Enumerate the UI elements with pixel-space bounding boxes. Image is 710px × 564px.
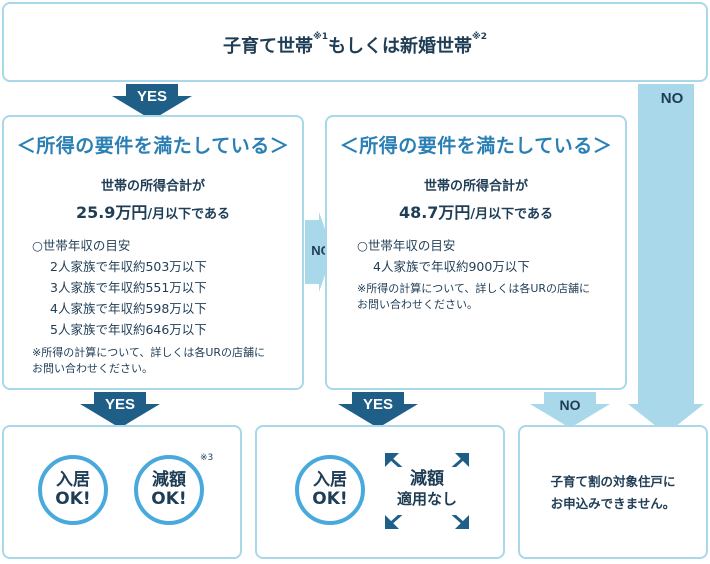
left-guide-line: 4人家族で年収約598万以下 bbox=[50, 301, 207, 316]
badge-line: 入居 bbox=[56, 470, 90, 490]
no-arrow-bottom bbox=[530, 392, 610, 428]
left-note: ※所得の計算について、詳しくは各URの店舗にお問い合わせください。 bbox=[32, 346, 266, 375]
badge-line: 適用なし bbox=[396, 490, 457, 508]
left-guide-line: 5人家族で年収約646万以下 bbox=[50, 322, 207, 337]
mid-heading: ＜所得の要件を満たしている＞ bbox=[339, 135, 613, 157]
no-arrow-right bbox=[628, 84, 704, 434]
left-sub: 世帯の所得合計が bbox=[100, 179, 205, 194]
yes-arrow-left bbox=[80, 392, 160, 428]
result-mid-box: 入居 OK! 減額 適用なし bbox=[255, 425, 505, 559]
note-mark-3: ※3 bbox=[200, 453, 214, 463]
yes-label-middle: YES bbox=[362, 396, 393, 413]
cross-arrows-icon bbox=[385, 453, 469, 529]
left-guide-line: 3人家族で年収約551万以下 bbox=[50, 280, 207, 295]
result-line: お申込みできません。 bbox=[550, 496, 676, 511]
left-guide-title: ○世帯年収の目安 bbox=[32, 238, 131, 253]
mid-amount-suffix: /月以下である bbox=[470, 207, 554, 222]
mid-amount: 48.7万円 bbox=[398, 203, 471, 222]
mid-income-box: ＜所得の要件を満たしている＞ 世帯の所得合計が 48.7万円/月以下である ○世… bbox=[325, 115, 627, 390]
result-left-box: 入居 OK! 減額 OK! ※3 bbox=[2, 425, 242, 559]
move-in-ok-badge: 入居 OK! bbox=[295, 455, 365, 525]
left-amount: 25.9万円 bbox=[75, 203, 148, 222]
yes-arrow-top bbox=[112, 84, 192, 120]
mid-note: ※所得の計算について、詳しくは各URの店舗にお問い合わせください。 bbox=[357, 282, 591, 311]
top-title-part2: もしくは新婚世帯 bbox=[328, 36, 472, 57]
mid-sub: 世帯の所得合計が bbox=[423, 179, 528, 194]
top-condition-box: 子育て世帯※1もしくは新婚世帯※2 bbox=[2, 2, 708, 82]
discount-ok-badge: 減額 OK! bbox=[134, 455, 204, 525]
top-title-part1: 子育て世帯 bbox=[222, 36, 313, 57]
badge-line: OK! bbox=[312, 489, 348, 509]
yes-label-top: YES bbox=[136, 88, 167, 105]
left-amount-suffix: /月以下である bbox=[147, 207, 231, 222]
left-heading: ＜所得の要件を満たしている＞ bbox=[16, 135, 290, 157]
badge-line: 減額 bbox=[410, 469, 444, 489]
left-guide-line: 2人家族で年収約503万以下 bbox=[50, 259, 207, 274]
mid-guide-title: ○世帯年収の目安 bbox=[357, 238, 456, 253]
mid-amount-line: 48.7万円/月以下である bbox=[327, 199, 625, 223]
badge-line: OK! bbox=[151, 489, 187, 509]
badge-line: 減額 bbox=[152, 470, 186, 490]
yes-label-left: YES bbox=[104, 396, 135, 413]
note-mark-2: ※2 bbox=[472, 32, 488, 42]
discount-not-applied-badge: 減額 適用なし bbox=[385, 469, 469, 509]
move-in-ok-badge: 入居 OK! bbox=[38, 455, 108, 525]
yes-arrow-middle bbox=[338, 392, 418, 428]
note-mark-1: ※1 bbox=[312, 32, 328, 42]
result-line: 子育て割の対象住戸に bbox=[550, 474, 676, 489]
badge-line: 入居 bbox=[313, 470, 347, 490]
left-income-box: ＜所得の要件を満たしている＞ 世帯の所得合計が 25.9万円/月以下である ○世… bbox=[2, 115, 304, 390]
no-label-bottom: NO bbox=[559, 397, 581, 413]
top-condition-text: 子育て世帯※1もしくは新婚世帯※2 bbox=[4, 32, 706, 58]
no-label-right: NO bbox=[660, 90, 684, 107]
result-right-box: 子育て割の対象住戸に お申込みできません。 bbox=[518, 425, 708, 559]
left-amount-line: 25.9万円/月以下である bbox=[4, 199, 302, 223]
badge-line: OK! bbox=[55, 489, 91, 509]
mid-guide-line: 4人家族で年収約900万以下 bbox=[373, 259, 530, 274]
not-eligible-text: 子育て割の対象住戸に お申込みできません。 bbox=[520, 471, 706, 515]
